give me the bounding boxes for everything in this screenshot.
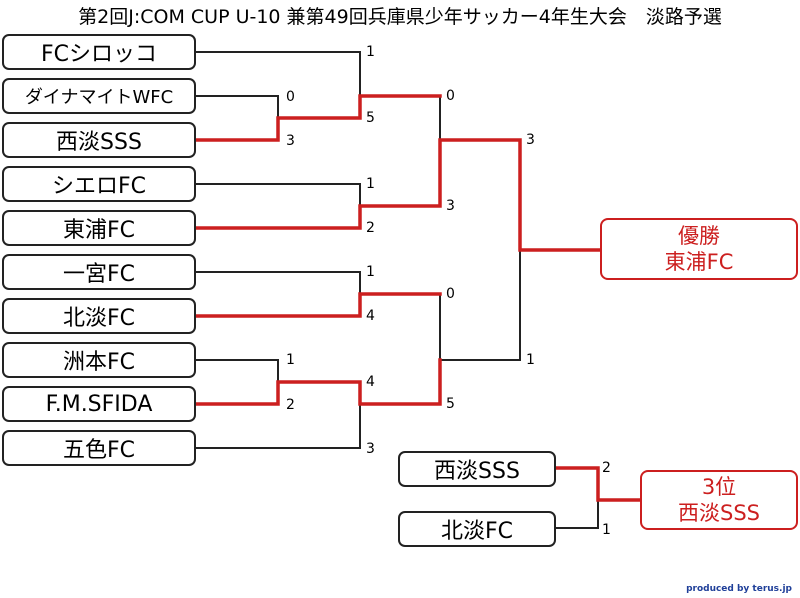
team-label: シエロFC — [51, 174, 147, 199]
score-sf-hokudan: 0 — [446, 286, 455, 302]
team-label: 北淡FC — [62, 306, 136, 331]
third-place-team-hokudan: 北淡FC — [398, 511, 556, 547]
line-sumoto — [195, 359, 279, 383]
score-third-hokudan: 1 — [602, 522, 611, 538]
third-place-label: 3位 — [701, 475, 737, 499]
team-fc-shirokko: FCシロッコ — [2, 34, 196, 70]
team-label: FCシロッコ — [40, 42, 158, 67]
line-fc-shirokko — [195, 51, 361, 97]
team-label: 西淡SSS — [56, 130, 142, 155]
credit-text: produced by terus.jp — [686, 584, 792, 594]
score-r1-ichinomiya: 1 — [366, 264, 375, 280]
line-nishidan-win — [194, 94, 442, 142]
line-higashiura-win — [194, 138, 602, 252]
team-label: 洲本FC — [62, 350, 136, 375]
score-r1-fmsfida: 2 — [286, 397, 295, 413]
score-r1-dynamite: 0 — [286, 89, 295, 105]
line-fmsfida-win — [194, 358, 442, 406]
line-shiero — [195, 183, 361, 207]
third-place-team-nishidan: 西淡SSS — [398, 451, 556, 487]
line-third-hokudan — [555, 499, 599, 529]
team-label: 五色FC — [62, 438, 136, 463]
line-third-nishidan-win — [554, 466, 642, 502]
score-sf-nishidan: 0 — [446, 88, 455, 104]
score-r1-sumoto: 1 — [286, 352, 295, 368]
score-r1-higashiura: 2 — [366, 220, 375, 236]
score-r1-goshiki: 3 — [366, 441, 375, 457]
team-label: ダイナマイトWFC — [24, 87, 174, 108]
score-sf-higashiura: 3 — [446, 198, 455, 214]
score-third-nishidan: 2 — [602, 460, 611, 476]
tournament-title: 第2回J:COM CUP U-10 兼第49回兵庫県少年サッカー4年生大会 淡路… — [78, 6, 722, 28]
line-ichinomiya — [195, 271, 361, 295]
team-label: 北淡FC — [440, 519, 514, 544]
team-fm-sfida: F.M.SFIDA — [2, 386, 196, 422]
team-label: 東浦FC — [62, 218, 136, 243]
score-final-top: 3 — [526, 132, 535, 148]
score-final-bottom: 1 — [526, 352, 535, 368]
team-ichinomiya-fc: 一宮FC — [2, 254, 196, 290]
line-final-bottom — [439, 249, 521, 361]
team-hokudan-fc: 北淡FC — [2, 298, 196, 334]
team-label: 西淡SSS — [434, 459, 520, 484]
team-label: F.M.SFIDA — [45, 391, 153, 417]
champion-team: 東浦FC — [664, 250, 734, 274]
score-r1-fmsfida-vs-goshiki: 4 — [366, 374, 375, 390]
score-r1-shiero: 1 — [366, 176, 375, 192]
score-sf-fmsfida: 5 — [446, 396, 455, 412]
score-r1-fc-shirokko: 1 — [366, 44, 375, 60]
team-higashiura-fc: 東浦FC — [2, 210, 196, 246]
team-sumoto-fc: 洲本FC — [2, 342, 196, 378]
team-shiero-fc: シエロFC — [2, 166, 196, 202]
team-label: 一宮FC — [62, 262, 136, 287]
team-goshiki-fc: 五色FC — [2, 430, 196, 466]
line-goshiki — [195, 403, 361, 449]
line-hokudan-win — [194, 292, 442, 318]
team-nishidan-sss: 西淡SSS — [2, 122, 196, 158]
score-r1-nishidan-vs-dynamite: 3 — [286, 133, 295, 149]
champion-label: 優勝 — [678, 224, 720, 248]
line-dynamite — [195, 95, 279, 119]
team-dynamite-wfc: ダイナマイトWFC — [2, 78, 196, 114]
score-r1-hokudan: 4 — [366, 308, 375, 324]
third-place-team: 西淡SSS — [678, 501, 760, 525]
third-place-box: 3位 西淡SSS — [640, 470, 798, 530]
champion-box: 優勝 東浦FC — [600, 218, 798, 280]
score-r1-nishidan-vs-shirokko: 5 — [366, 110, 375, 126]
